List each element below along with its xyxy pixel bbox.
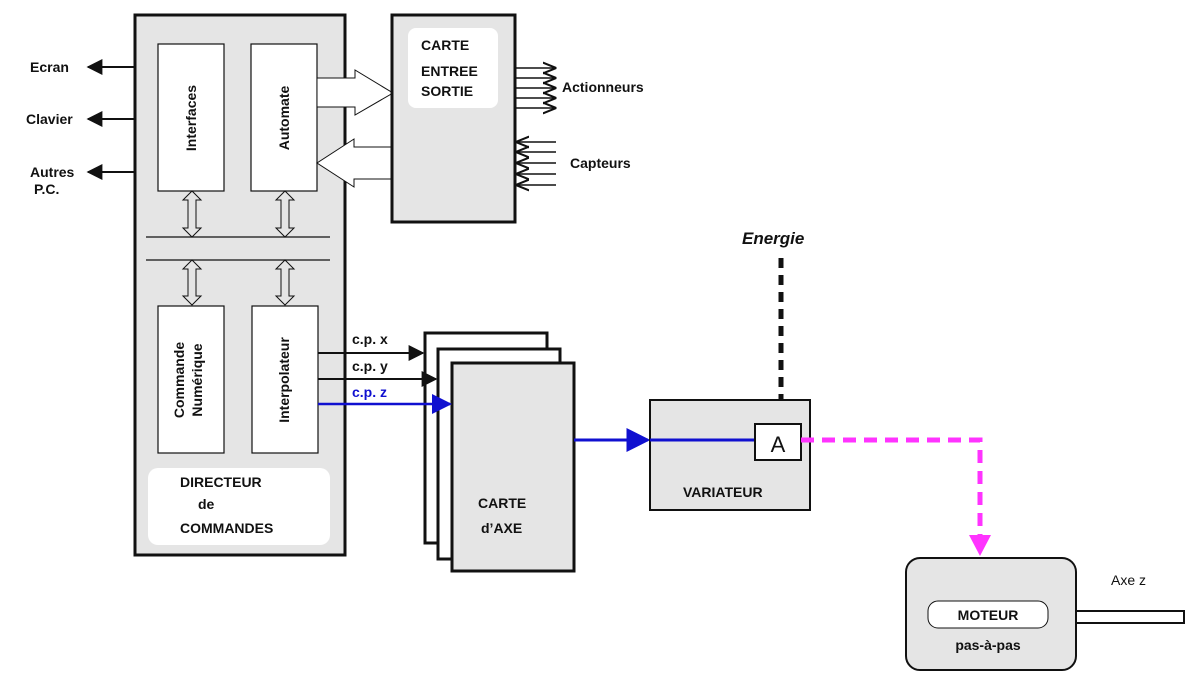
motor-shaft: [1075, 610, 1185, 624]
bus-double-arrows: [181, 190, 296, 306]
amp-to-motor-dashed-line: [801, 437, 983, 540]
bus-arrow-automate: [274, 190, 296, 238]
carte-axe-title-2: d’AXE: [481, 520, 522, 536]
ecran-label: Ecran: [30, 59, 69, 75]
cpz-label: c.p. z: [352, 384, 387, 400]
bus-arrow-interfaces: [181, 190, 203, 238]
actionneurs-arrows: [515, 68, 555, 108]
directeur-title-panel: [148, 468, 330, 545]
clavier-label: Clavier: [26, 111, 73, 127]
amplifier-box: [754, 423, 802, 461]
commande-label: Commande: [171, 342, 187, 418]
carte-es-title-1: CARTE: [421, 37, 469, 53]
moteur-title: MOTEUR: [958, 607, 1019, 623]
capteurs-label: Capteurs: [570, 155, 631, 171]
autres-label-1: Autres: [30, 164, 75, 180]
energie-label: Energie: [742, 229, 804, 248]
bus-arrow-interpolateur: [274, 259, 296, 306]
directeur-title-1: DIRECTEUR: [180, 474, 262, 490]
moteur-subtitle: pas-à-pas: [955, 637, 1021, 653]
capteurs-arrows: [517, 142, 556, 185]
autres-label-2: P.C.: [34, 181, 59, 197]
commande-numerique-box: [157, 305, 225, 454]
cpx-label: c.p. x: [352, 331, 388, 347]
interfaces-label: Interfaces: [183, 85, 199, 151]
moteur-title-panel: [927, 600, 1049, 629]
automate-box: [250, 43, 318, 192]
variateur-label: VARIATEUR: [683, 484, 763, 500]
cpy-label: c.p. y: [352, 358, 388, 374]
motor-arrowhead: [969, 535, 991, 556]
carte-es-title-3: SORTIE: [421, 83, 473, 99]
carte-es-title-2: ENTREE: [421, 63, 478, 79]
automate-to-carte-arrow: [316, 69, 394, 116]
interpolateur-label: Interpolateur: [276, 337, 292, 423]
carte-to-automate-arrow: [316, 138, 393, 188]
directeur-title-2: de: [198, 496, 215, 512]
bus-arrow-commande: [181, 259, 203, 306]
carte-axe-title-1: CARTE: [478, 495, 526, 511]
numerique-label: Numérique: [189, 343, 205, 416]
actionneurs-label: Actionneurs: [562, 79, 644, 95]
axe-z-label: Axe z: [1111, 572, 1146, 588]
interpolateur-box: [251, 305, 319, 454]
automate-label: Automate: [276, 86, 292, 151]
interfaces-box: [157, 43, 225, 192]
amplifier-label: A: [771, 432, 786, 457]
carte-axe-card-front: [450, 361, 576, 573]
directeur-title-3: COMMANDES: [180, 520, 273, 536]
carte-es-title-panel: [408, 28, 498, 108]
